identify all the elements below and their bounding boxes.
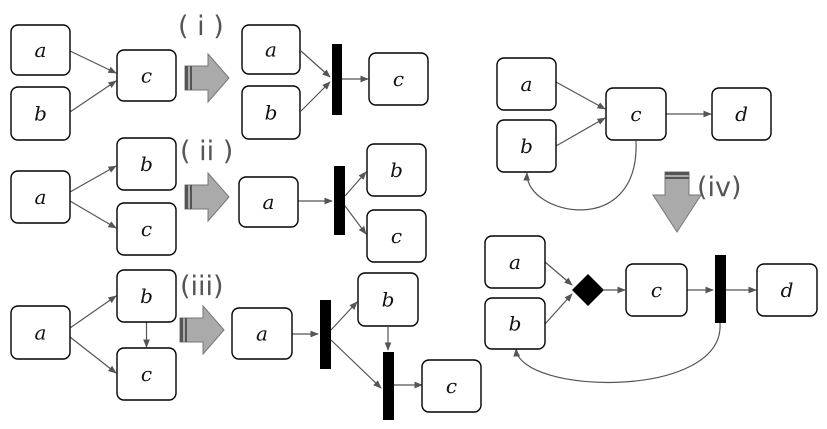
svg-text:a: a [521, 72, 533, 96]
svg-text:a: a [256, 322, 268, 346]
node-c: c [625, 263, 688, 317]
svg-text:b: b [265, 101, 278, 125]
step-label-ii: ( ii ) [180, 136, 233, 167]
edge-b-diamond [544, 293, 573, 325]
edge-bar-b [344, 171, 367, 197]
edge-a-c [69, 200, 117, 229]
step-iv-after: a b c d [484, 235, 818, 384]
svg-text:b: b [390, 158, 403, 182]
node-a: a [231, 307, 293, 360]
step-i-before: a b c [10, 24, 177, 141]
node-b: b [484, 297, 546, 350]
join-bar [332, 44, 342, 115]
node-b: b [10, 86, 71, 141]
node-d: d [711, 87, 772, 141]
node-a: a [10, 305, 71, 360]
edge-b-c [555, 117, 606, 147]
node-b: b [241, 85, 301, 140]
node-b: b [496, 119, 557, 173]
edge-a-b [69, 295, 117, 329]
step-label-iv: (iv) [697, 172, 742, 203]
node-c: c [421, 359, 482, 413]
svg-text:b: b [140, 152, 153, 176]
svg-text:c: c [630, 102, 641, 126]
svg-text:c: c [446, 374, 457, 398]
svg-text:a: a [509, 250, 521, 274]
step-iii-after: a b c [231, 272, 482, 420]
fork-bar [715, 255, 726, 323]
node-b: b [116, 137, 177, 191]
transform-arrow-ii [184, 171, 230, 223]
svg-text:c: c [651, 278, 662, 302]
edge-bar-b-loop [513, 322, 721, 384]
transform-arrow-i [184, 52, 230, 104]
edge-a-bar [300, 50, 331, 78]
fork-bar [320, 300, 331, 369]
edge-bar-c [344, 205, 367, 235]
svg-text:a: a [35, 38, 47, 62]
step-label-iii: (iii) [180, 271, 224, 302]
edge-a-diamond [544, 261, 573, 286]
step-label-i: ( i ) [178, 11, 224, 42]
step-iv-before: a b c d [496, 57, 772, 211]
svg-text:b: b [382, 288, 395, 312]
edge-a-b [69, 165, 117, 193]
node-a: a [10, 170, 71, 224]
node-c: c [116, 202, 177, 256]
edge-b-c [69, 80, 117, 113]
svg-text:d: d [735, 102, 748, 126]
svg-text:c: c [141, 362, 152, 386]
node-c: c [368, 52, 429, 106]
node-a: a [238, 176, 299, 228]
edge-a-c [69, 336, 117, 374]
fork-bar [334, 166, 345, 235]
edge-bar-join [330, 339, 382, 389]
edge-a-c [555, 81, 606, 110]
svg-text:c: c [393, 67, 404, 91]
svg-text:b: b [140, 284, 153, 308]
svg-text:b: b [520, 134, 533, 158]
svg-text:b: b [509, 312, 522, 336]
node-a: a [241, 24, 301, 75]
node-c: c [366, 209, 427, 263]
svg-text:c: c [141, 64, 152, 88]
transform-arrow-iii [179, 304, 225, 356]
svg-text:d: d [781, 278, 794, 302]
node-b: b [357, 272, 419, 327]
node-b: b [366, 143, 427, 197]
node-c: c [116, 49, 177, 102]
svg-text:a: a [35, 321, 47, 345]
node-c: c [116, 347, 177, 401]
merge-diamond [572, 274, 604, 306]
join-bar [383, 352, 394, 420]
node-d: d [756, 263, 818, 317]
transform-arrow-iv [652, 171, 702, 233]
step-ii-before: a b c [10, 137, 177, 256]
svg-text:c: c [391, 224, 402, 248]
svg-text:a: a [263, 190, 275, 214]
step-ii-after: a b c [238, 143, 427, 263]
edge-bar-b [330, 301, 358, 331]
svg-text:a: a [35, 185, 47, 209]
node-a: a [484, 235, 546, 289]
svg-text:c: c [141, 217, 152, 241]
node-c: c [605, 87, 667, 141]
node-a: a [10, 24, 71, 76]
edge-b-bar [300, 81, 331, 112]
node-b: b [116, 269, 177, 323]
step-i-after: a b c [241, 24, 429, 140]
svg-text:b: b [34, 102, 47, 126]
node-a: a [496, 57, 557, 111]
edge-a-c [69, 50, 117, 74]
step-iii-before: a b c [10, 269, 177, 401]
edge-c-b-loop [523, 140, 637, 211]
svg-text:a: a [265, 38, 277, 62]
